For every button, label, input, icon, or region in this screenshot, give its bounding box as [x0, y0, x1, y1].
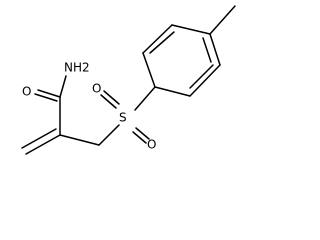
ring-bond-1 [209, 33, 221, 66]
sulfur-oxygen-top-bond-b [103, 90, 120, 105]
carbonyl-double-bond-b [34, 93, 58, 102]
ring-inner-double-1 [189, 64, 214, 89]
methyl-bond [209, 5, 236, 35]
ring-inner-double-3 [202, 37, 212, 63]
canvas-background [0, 0, 238, 168]
carbonyl-double-bond-a [37, 89, 61, 98]
ring-bond-5 [142, 24, 173, 54]
ring-sulfur-bond [134, 86, 156, 111]
ring-bond-3 [154, 86, 191, 97]
ring-bond-4 [142, 52, 156, 88]
sulfonyl-sulfur-label: S [119, 111, 127, 125]
alkene-double-bond-b [21, 128, 57, 149]
sulfonyl-oxygen-bottom-label: O [147, 138, 156, 152]
carbonyl-oxygen-label: O [22, 85, 31, 99]
methylene-alkene-bond [59, 134, 100, 146]
chemical-structure: NH2 O S O O [0, 0, 238, 168]
ring-bond-2 [189, 64, 221, 97]
sulfur-methylene-bond [98, 124, 120, 146]
sulfonyl-oxygen-top-label: O [92, 82, 101, 96]
alkene-double-bond-a [25, 134, 61, 155]
sulfur-oxygen-bottom-bond-b [132, 131, 147, 144]
carbonyl-nitrogen-bond [59, 75, 67, 98]
ring-bond-6 [171, 24, 211, 35]
sulfur-oxygen-bottom-bond-a [135, 127, 150, 140]
sulfur-oxygen-top-bond-a [100, 94, 117, 109]
amide-nitrogen-label: NH2 [64, 61, 90, 75]
ring-inner-double-2 [149, 31, 175, 54]
